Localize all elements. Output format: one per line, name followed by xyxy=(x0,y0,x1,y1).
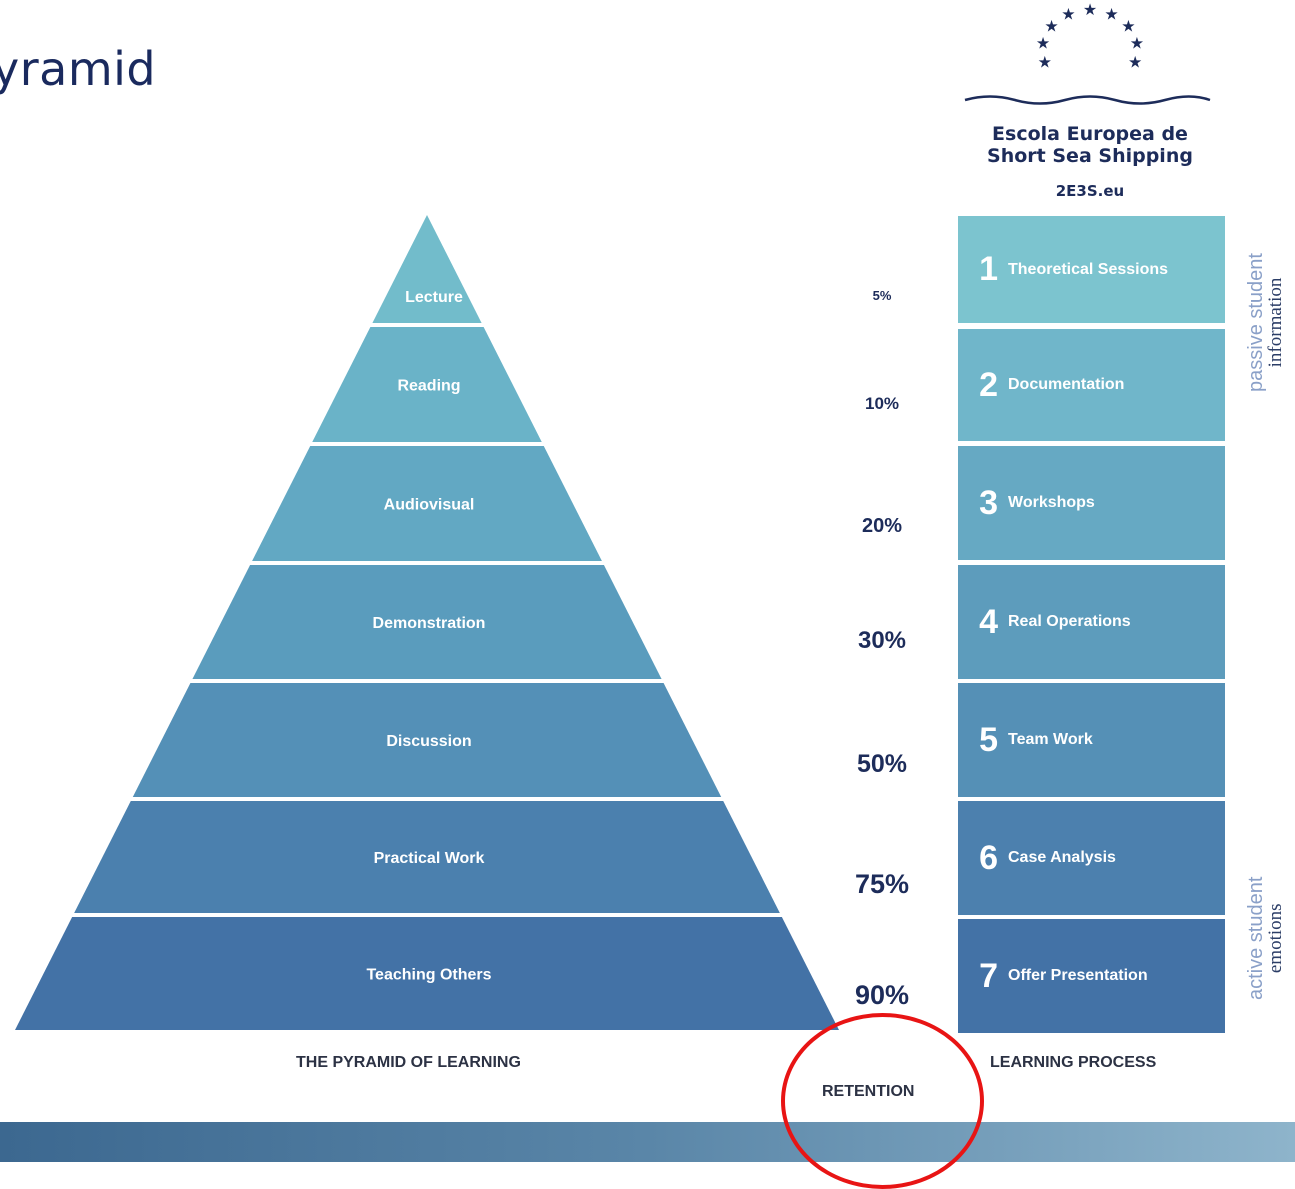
logo-star: ★ xyxy=(1083,2,1097,19)
stars-wave-emblem: ★★★★★★★★★ xyxy=(964,2,1211,105)
pyramid-level xyxy=(192,565,662,679)
footer-bar xyxy=(0,1122,1295,1162)
side-label-passive-line1: passive student xyxy=(1245,253,1267,392)
retention-value: 50% xyxy=(856,750,908,778)
retention-value: 10% xyxy=(864,394,900,413)
side-label-active: active student emotions xyxy=(1245,876,1286,1000)
side-label-active-line1: active student xyxy=(1245,876,1267,1000)
pyramid-level-label: Teaching Others xyxy=(366,967,491,984)
pyramid-level xyxy=(372,215,482,323)
logo-line-1: Escola Europea de xyxy=(992,123,1188,145)
process-step: 4 Real Operations xyxy=(958,565,1225,679)
logo-star: ★ xyxy=(1061,6,1075,23)
pyramid-level xyxy=(132,683,722,797)
pyramid-of-learning: LectureReadingAudiovisualDemonstrationDi… xyxy=(15,215,839,1030)
process-step: 7 Offer Presentation xyxy=(958,919,1225,1033)
page-title: yramid xyxy=(0,42,157,96)
process-caption: LEARNING PROCESS xyxy=(990,1054,1157,1071)
retention-value: 30% xyxy=(857,627,907,654)
process-step-number: 3 xyxy=(979,483,998,522)
process-step-label: Team Work xyxy=(1008,731,1093,748)
logo-line-2: Short Sea Shipping xyxy=(987,145,1193,167)
logo-line-3: 2E3S.eu xyxy=(1055,182,1125,200)
logo-star: ★ xyxy=(1044,18,1058,35)
logo-star: ★ xyxy=(1104,6,1118,23)
pyramid-level-label: Audiovisual xyxy=(384,497,475,514)
process-step-label: Documentation xyxy=(1008,376,1125,393)
pyramid-level-label: Practical Work xyxy=(374,850,485,867)
process-step: 3 Workshops xyxy=(958,446,1225,560)
process-step: 5 Team Work xyxy=(958,683,1225,797)
process-step-label: Real Operations xyxy=(1008,613,1131,630)
pyramid-level-label: Reading xyxy=(397,378,460,395)
process-step-number: 5 xyxy=(979,720,998,759)
logo-star: ★ xyxy=(1038,54,1052,71)
pyramid-level xyxy=(15,917,839,1030)
pyramid-level-label: Lecture xyxy=(405,289,463,306)
side-label-passive-line2: information xyxy=(1265,277,1286,368)
retention-value: 5% xyxy=(872,288,892,303)
process-step: 2 Documentation xyxy=(958,329,1225,441)
process-step-label: Case Analysis xyxy=(1008,849,1116,866)
pyramid-level-label: Discussion xyxy=(386,733,471,750)
highlight-circle xyxy=(781,1013,984,1189)
pyramid-level xyxy=(312,327,542,442)
pyramid-level xyxy=(252,446,602,561)
pyramid-level-label: Demonstration xyxy=(373,615,486,632)
pyramid-level xyxy=(74,801,780,913)
process-step-number: 6 xyxy=(979,838,998,877)
logo-star: ★ xyxy=(1128,54,1142,71)
retention-value: 75% xyxy=(854,869,910,899)
logo-star: ★ xyxy=(1121,18,1135,35)
school-logo: ★★★★★★★★★ Escola Europea de Short Sea Sh… xyxy=(960,0,1220,210)
logo-star: ★ xyxy=(1130,36,1144,53)
process-step-number: 2 xyxy=(979,365,998,404)
process-step-number: 7 xyxy=(979,956,998,995)
retention-value: 20% xyxy=(861,515,903,537)
process-step-label: Workshops xyxy=(1008,494,1095,511)
process-step-label: Theoretical Sessions xyxy=(1008,260,1169,278)
pyramid-caption: THE PYRAMID OF LEARNING xyxy=(296,1054,521,1071)
process-step: 1 Theoretical Sessions xyxy=(958,216,1225,323)
process-step-number: 1 xyxy=(979,250,998,288)
retention-value: 90% xyxy=(854,980,910,1010)
process-step-number: 4 xyxy=(979,602,998,641)
side-label-active-line2: emotions xyxy=(1265,903,1286,974)
logo-star: ★ xyxy=(1036,36,1050,53)
process-step: 6 Case Analysis xyxy=(958,801,1225,915)
process-step-label: Offer Presentation xyxy=(1008,967,1148,984)
side-label-passive: passive student information xyxy=(1245,253,1286,392)
